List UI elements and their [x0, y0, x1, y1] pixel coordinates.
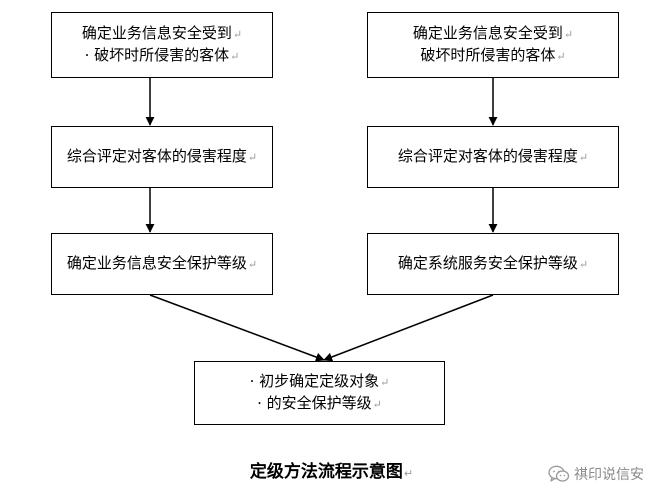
- left-box-harmed-object: 确定业务信息安全受到↵ · 破坏时所侵害的客体↵: [51, 12, 273, 78]
- arrow-right-3-to-bottom: [323, 294, 494, 362]
- paragraph-mark: ↵: [247, 151, 258, 164]
- paragraph-mark: ↵: [230, 50, 240, 63]
- wechat-icon: [548, 465, 570, 482]
- right-box-harm-degree: 综合评定对客体的侵害程度↵: [367, 126, 619, 188]
- right-box2-line1: 综合评定对客体的侵害程度: [397, 147, 578, 165]
- right-box1-line1: 确定业务信息安全受到: [412, 24, 563, 42]
- watermark-text: 祺印说信安: [574, 467, 644, 483]
- bottom-box-line1: · 初步确定定级对象: [249, 372, 380, 390]
- paragraph-mark: ↵: [380, 376, 390, 389]
- paragraph-mark: ↵: [372, 398, 382, 411]
- left-box2-line1: 综合评定对客体的侵害程度: [66, 147, 247, 165]
- arrow-left-3-to-bottom: [149, 294, 325, 362]
- paragraph-mark: ↵: [556, 50, 566, 63]
- right-box-system-service-level: 确定系统服务安全保护等级↵: [367, 233, 619, 295]
- bottom-box-line2: · 的安全保护等级: [257, 394, 372, 412]
- right-box1-line2: 破坏时所侵害的客体: [420, 46, 556, 64]
- paragraph-mark: ↵: [403, 467, 414, 480]
- paragraph-mark: ↵: [232, 28, 243, 41]
- right-box-harmed-object: 确定业务信息安全受到↵ 破坏时所侵害的客体↵: [367, 12, 619, 78]
- paragraph-mark: ↵: [578, 151, 589, 164]
- left-box1-line1: 确定业务信息安全受到: [81, 24, 232, 42]
- caption-text: 定级方法流程示意图: [249, 462, 403, 482]
- paragraph-mark: ↵: [578, 258, 589, 271]
- figure-caption: 定级方法流程示意图↵: [0, 461, 663, 485]
- left-box3-line1: 确定业务信息安全保护等级: [66, 254, 247, 272]
- left-box1-line2: · 破坏时所侵害的客体: [84, 46, 230, 64]
- paragraph-mark: ↵: [247, 258, 258, 271]
- right-box3-line1: 确定系统服务安全保护等级: [397, 254, 578, 272]
- bottom-box-initial-level: · 初步确定定级对象↵ · 的安全保护等级↵: [194, 361, 445, 425]
- left-box-harm-degree: 综合评定对客体的侵害程度↵: [51, 126, 273, 188]
- paragraph-mark: ↵: [563, 28, 574, 41]
- left-box-business-info-level: 确定业务信息安全保护等级↵: [51, 233, 273, 295]
- watermark: 祺印说信安: [548, 463, 644, 485]
